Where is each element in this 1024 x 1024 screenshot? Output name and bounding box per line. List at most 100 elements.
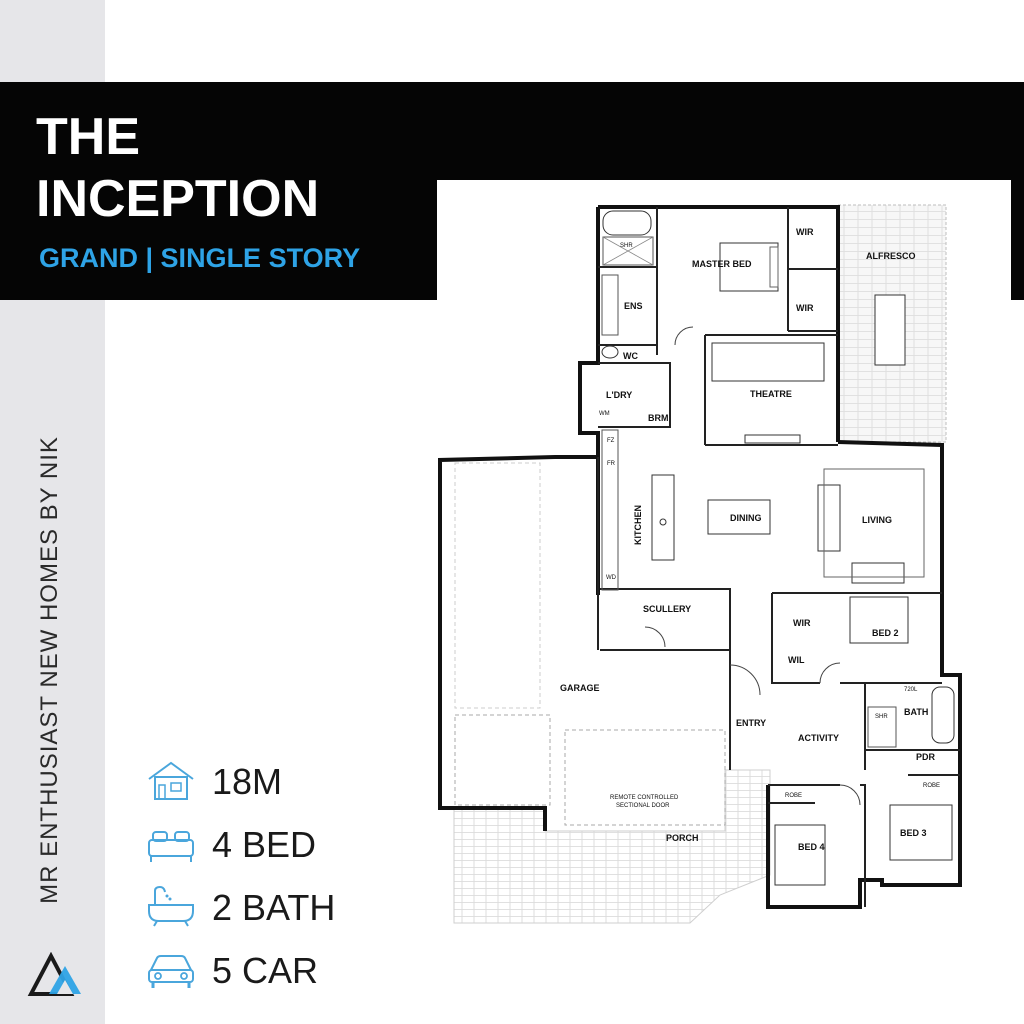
label-tank: 720L <box>904 687 918 693</box>
living-sofa <box>817 484 841 552</box>
spec-frontage: 18M <box>145 755 405 805</box>
title-bar-edge <box>1011 180 1024 300</box>
kitchen-bench <box>601 429 619 591</box>
ensuite-bath <box>602 210 652 236</box>
garage-bay-right <box>564 729 726 826</box>
label-entry: ENTRY <box>736 718 766 728</box>
label-alfresco: ALFRESCO <box>866 251 916 261</box>
label-brm: BRM <box>648 413 669 423</box>
label-wir-master-top: WIR <box>796 227 814 237</box>
label-scullery: SCULLERY <box>643 604 691 614</box>
wall-wir <box>787 207 838 332</box>
label-robe-bed3: ROBE <box>923 783 940 789</box>
theatre-tv <box>744 434 801 444</box>
ensuite-shower <box>602 236 654 266</box>
title-bar-lower <box>0 180 437 300</box>
label-wil: WIL <box>788 655 805 665</box>
wall-bath <box>864 683 960 776</box>
label-fz: FZ <box>607 438 615 444</box>
master-bed-pillow <box>769 246 779 288</box>
spec-bathrooms-label: 2 BATH <box>212 887 336 928</box>
door-swing-bed4 <box>839 784 861 806</box>
label-door-line1: REMOTE CONTROLLED <box>610 795 679 801</box>
kitchen-sink <box>659 518 667 526</box>
alfresco-table <box>874 294 906 366</box>
label-bed4: BED 4 <box>798 842 825 852</box>
door-swing-master <box>674 326 694 346</box>
bathtub-icon <box>148 885 194 927</box>
spec-bathrooms: 2 BATH <box>145 881 405 931</box>
label-wir-bed2: WIR <box>793 618 811 628</box>
ensuite-vanity <box>601 274 619 336</box>
wall-ensuite-master <box>598 207 658 355</box>
label-shr-bath: SHR <box>875 714 888 720</box>
house-frontage-icon <box>148 761 194 800</box>
dining-table <box>707 499 771 535</box>
label-theatre: THEATRE <box>750 389 792 399</box>
label-door-line2: SECTIONAL DOOR <box>616 803 670 809</box>
label-bed2: BED 2 <box>872 628 899 638</box>
wall-theatre <box>704 334 838 446</box>
wall-ensuite-west <box>578 207 600 595</box>
wall-bed2 <box>771 592 942 684</box>
wall-garage-kitchen <box>597 457 731 770</box>
label-ens: ENS <box>624 301 643 311</box>
spec-frontage-label: 18M <box>212 761 283 802</box>
ensuite-shower-cross <box>602 236 654 266</box>
spec-cars-label: 5 CAR <box>212 950 319 991</box>
page-title-line-2: INCEPTION <box>36 170 320 228</box>
garage-parking <box>454 462 541 709</box>
bath-tub <box>931 686 955 744</box>
door-swing-entry <box>729 664 761 696</box>
wall-bedroom-wing <box>598 205 840 442</box>
ensuite-toilet <box>601 345 619 359</box>
wall-bed4 <box>768 784 866 907</box>
label-living: LIVING <box>862 515 892 525</box>
kitchen-island <box>651 474 675 561</box>
porch-paving <box>453 769 771 924</box>
page-subtitle: GRAND | SINGLE STORY <box>39 243 361 273</box>
living-sofa-2 <box>851 562 905 584</box>
wall-bedroom-wing-east <box>940 590 962 768</box>
spec-cars: 5 CAR <box>145 944 405 994</box>
bed4-furniture <box>774 824 826 886</box>
floor-plan: WIR MASTER BED WIR ALFRESCO SHR ENS WC L… <box>438 204 962 924</box>
label-bed3: BED 3 <box>900 828 927 838</box>
page-title-line-1: THE <box>36 108 140 166</box>
bed3-furniture <box>889 804 953 861</box>
label-garage: GARAGE <box>560 683 600 693</box>
brand-name: MR ENTHUSIAST NEW HOMES BY NIK <box>36 436 63 904</box>
label-porch: PORCH <box>666 833 699 843</box>
door-swing-bed2 <box>819 662 841 684</box>
bath-shower <box>867 706 897 748</box>
wall-laundry <box>598 362 671 428</box>
bed-icon <box>148 831 194 862</box>
label-robe-bed4: ROBE <box>785 793 802 799</box>
theatre-sofa <box>711 342 825 382</box>
label-master-bed: MASTER BED <box>692 259 752 269</box>
label-kitchen: KITCHEN <box>633 505 643 545</box>
label-shr-ensuite: SHR <box>620 243 633 249</box>
label-fr: FR <box>607 461 616 467</box>
wall-bedrooms-south <box>766 768 962 909</box>
label-bath: BATH <box>904 707 928 717</box>
label-pdr: PDR <box>916 752 936 762</box>
wall-garage <box>438 455 598 831</box>
garage-bay-left <box>454 714 551 806</box>
label-dining: DINING <box>730 513 762 523</box>
alfresco-paving <box>837 204 947 443</box>
label-wm: WM <box>599 411 610 417</box>
label-wir-master-bottom: WIR <box>796 303 814 313</box>
spec-bedrooms-label: 4 BED <box>212 824 317 865</box>
title-bar <box>0 82 1024 180</box>
triangle-logo-icon <box>27 952 81 996</box>
bed2-furniture <box>849 596 909 644</box>
wall-living-east <box>837 440 944 590</box>
label-activity: ACTIVITY <box>798 733 839 743</box>
label-wd: WD <box>606 575 617 581</box>
label-laundry: L'DRY <box>606 390 632 400</box>
car-icon <box>148 955 194 988</box>
door-swing-scullery <box>644 626 666 648</box>
spec-bedrooms: 4 BED <box>145 818 405 868</box>
label-wc: WC <box>623 351 638 361</box>
